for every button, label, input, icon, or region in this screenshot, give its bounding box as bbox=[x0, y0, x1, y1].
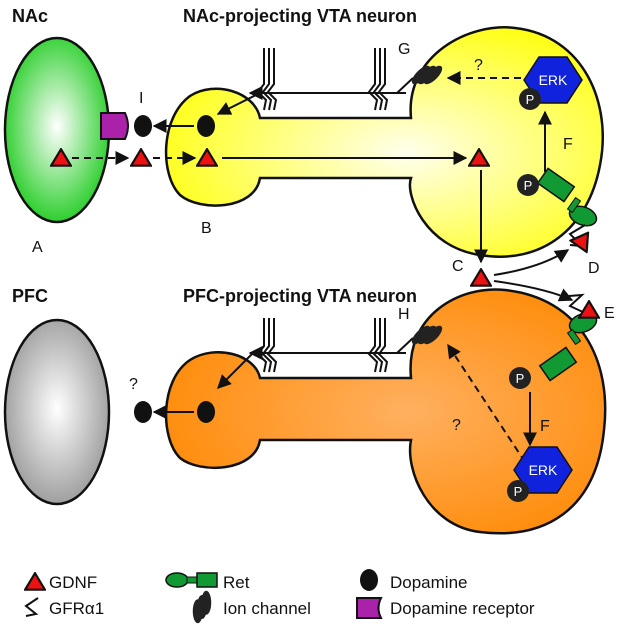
marker-f-top: F bbox=[563, 136, 573, 153]
gdnf-bound-bottom-icon bbox=[578, 300, 600, 319]
bottom-question-mark: ? bbox=[452, 417, 461, 434]
legend: GDNF GFRα1 Ret Ion channel Dopamine Dopa… bbox=[24, 569, 535, 628]
nac-region bbox=[3, 36, 111, 224]
gdnf-released-icon bbox=[470, 268, 492, 287]
legend-gdnf-icon bbox=[24, 572, 46, 591]
legend-dopamine-receptor-label: Dopamine receptor bbox=[390, 599, 535, 618]
legend-gdnf-label: GDNF bbox=[49, 573, 97, 592]
marker-a: A bbox=[32, 239, 43, 256]
pfc-title: PFC bbox=[12, 286, 48, 306]
pfc-neuron-title: PFC-projecting VTA neuron bbox=[183, 286, 417, 306]
phospho-erk-bottom-label: P bbox=[514, 484, 523, 499]
ret-bottom-kinase-icon bbox=[538, 346, 578, 382]
marker-b: B bbox=[201, 220, 212, 237]
bottom-action-potential-right bbox=[367, 318, 389, 373]
phospho-erk-top-label: P bbox=[526, 92, 535, 107]
erk-bottom-icon bbox=[513, 446, 573, 494]
phospho-ret-top-label: P bbox=[524, 178, 533, 193]
marker-e: E bbox=[604, 305, 615, 322]
bottom-action-potential-left bbox=[256, 318, 278, 373]
legend-dopamine-receptor-icon bbox=[356, 597, 383, 619]
top-action-potential-right bbox=[367, 48, 389, 111]
marker-h: H bbox=[398, 306, 410, 323]
channel-to-axon-line bbox=[396, 77, 414, 94]
marker-g: G bbox=[398, 41, 410, 58]
ret-top-stem-icon bbox=[566, 196, 582, 214]
dopamine-synapse-bottom-icon bbox=[134, 401, 152, 423]
legend-ret-stem-icon bbox=[186, 576, 198, 584]
legend-ion-channel-label: Ion channel bbox=[223, 599, 311, 618]
erk-bottom-label: ERK bbox=[529, 462, 558, 478]
bottom-terminal-arrow bbox=[217, 352, 254, 389]
gfra1-bottom-icon bbox=[568, 293, 586, 314]
phospho-ret-bottom-icon bbox=[509, 367, 531, 389]
legend-gfra1-label: GFRα1 bbox=[49, 599, 104, 618]
phospho-ret-bottom-label: P bbox=[516, 371, 525, 386]
top-question-mark: ? bbox=[474, 57, 483, 74]
marker-f-bottom: F bbox=[540, 418, 550, 435]
marker-c: C bbox=[452, 258, 464, 275]
dopamine-terminal-top-icon bbox=[197, 115, 215, 137]
marker-i: I bbox=[139, 90, 143, 107]
legend-ion-channel-icon bbox=[181, 586, 223, 628]
bottom-channel-to-axon-line bbox=[396, 337, 414, 354]
nac-projecting-vta-neuron bbox=[164, 26, 604, 258]
phospho-ret-top-icon bbox=[517, 174, 539, 196]
legend-gfra1-icon bbox=[24, 597, 39, 617]
phospho-erk-top-icon bbox=[519, 88, 541, 110]
nac-neuron-title: NAc-projecting VTA neuron bbox=[183, 6, 417, 26]
legend-ret-ext-icon bbox=[165, 572, 189, 588]
dopamine-receptor-icon bbox=[100, 112, 129, 140]
gdnf-to-e-arrow bbox=[493, 280, 574, 302]
legend-ret-label: Ret bbox=[223, 573, 250, 592]
gdnf-to-d-arrow bbox=[493, 249, 570, 276]
legend-ret-kinase-icon bbox=[196, 572, 218, 588]
legend-dopamine-icon bbox=[360, 569, 378, 591]
pfc-projecting-vta-neuron bbox=[164, 288, 607, 535]
top-action-potential-left bbox=[256, 48, 278, 111]
dopamine-terminal-bottom-icon bbox=[197, 401, 215, 423]
nac-title: NAc bbox=[12, 6, 48, 26]
phospho-erk-bottom-icon bbox=[507, 480, 529, 502]
pfc-region bbox=[3, 318, 111, 506]
gdnf-synapse-icon bbox=[130, 148, 152, 167]
ret-top-kinase-icon bbox=[536, 167, 576, 203]
legend-dopamine-label: Dopamine bbox=[390, 573, 468, 592]
ret-bottom-stem-icon bbox=[566, 328, 582, 346]
marker-d: D bbox=[588, 260, 600, 277]
pfc-question-mark: ? bbox=[129, 376, 138, 393]
top-terminal-arrow bbox=[216, 92, 261, 115]
erk-top-label: ERK bbox=[539, 72, 568, 88]
dopamine-synapse-top-icon bbox=[134, 115, 152, 137]
